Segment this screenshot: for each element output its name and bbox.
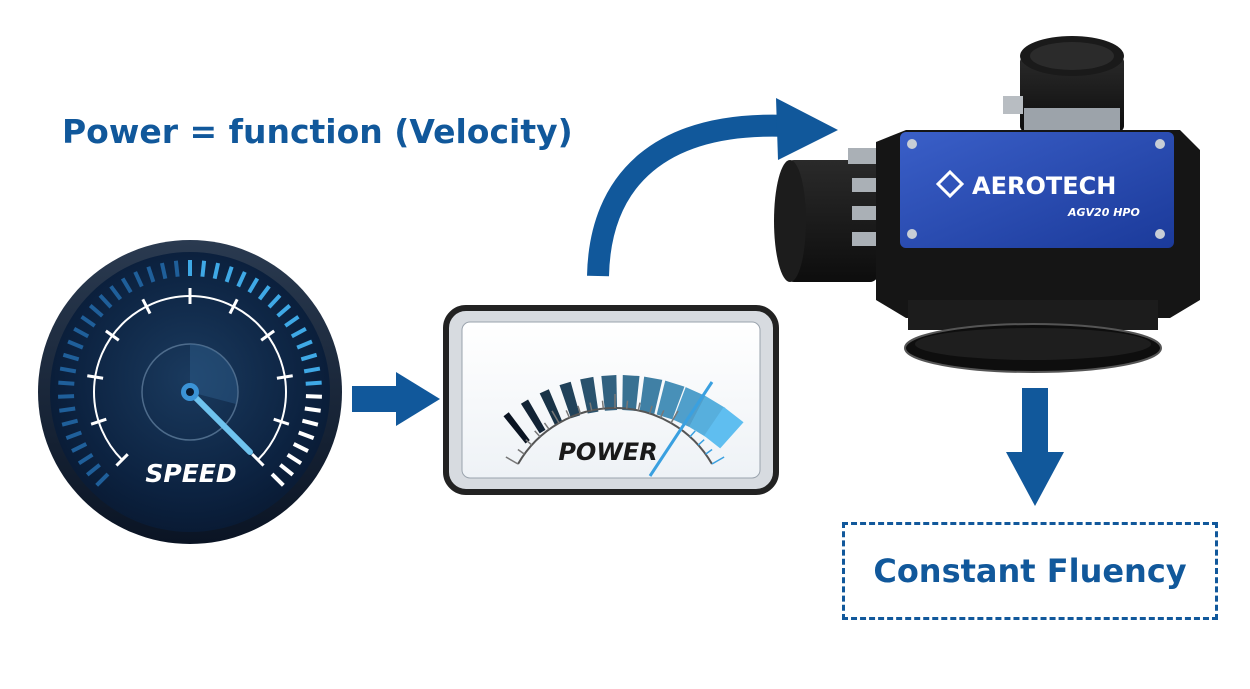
speedometer-outer-tick [58,380,75,386]
speedometer-outer-tick [224,266,234,283]
power-meter: POWER [443,305,779,495]
power-meter-tick [565,410,571,418]
power-meter-bar [622,375,640,411]
speedometer-outer-tick [270,472,285,487]
scanner-model: AGV20 HPO [1067,206,1140,219]
speedometer-outer-tick [73,326,90,339]
speedometer-outer-tick [257,285,271,301]
arrow-scanner-to-result [1006,388,1064,506]
speedometer-outer-tick [212,262,221,280]
power-meter-arc [517,407,713,465]
power-meter-tick [551,410,560,424]
power-meter-tick [711,456,725,465]
speedometer-outer-tick [59,406,76,413]
speedometer-outer-tick [305,380,322,386]
power-meter-label: POWER [558,438,657,466]
arrow-power-to-scanner [587,98,838,277]
speedometer-outer-tick [305,394,322,399]
speedometer-outer-tick [95,472,110,487]
speedometer-outer-tick [236,271,247,288]
speedometer-outer-tick [284,315,300,328]
speedometer-outer-tick [62,352,80,362]
power-meter-bar [673,387,706,428]
scanner-brand: AEROTECH [972,172,1116,200]
power-meter-tick [659,410,665,418]
speedometer-outer-tick [71,442,88,453]
speedometer-outer-tick [67,339,84,350]
speedometer-outer-tick [247,277,260,294]
power-meter-bar [539,389,563,425]
speedometer-outer-tick [98,294,113,309]
speedometer-outer-tick [133,271,144,288]
power-meter-tick [577,405,582,414]
power-meter-tick [517,448,525,455]
result-label: Constant Fluency [873,552,1187,590]
power-meter-bar [656,380,685,420]
speedometer-outer-tick [303,366,321,374]
speedometer-outer-tick [85,463,101,477]
power-meter-bar [503,412,530,444]
power-meter-tick [525,439,533,446]
speedometer-outer-tick [304,406,321,413]
speedometer-outer-tick [58,394,75,399]
power-meter-tick [637,402,641,411]
speedometer-outer-tick [159,262,168,280]
speedometer-outer-tick [279,463,295,477]
speedometer-label: SPEED [145,459,236,488]
power-meter-tick [543,422,550,430]
speedometer-outer-tick [109,285,123,301]
result-box: Constant Fluency [842,522,1218,620]
power-meter-bar [520,399,546,434]
power-meter-bar [580,376,599,414]
power-meter-bar [559,381,581,419]
power-meter-tick [689,430,696,438]
speedometer-outer-tick [286,453,303,466]
galvo-scanner: AEROTECH AGV20 HPO [774,36,1200,373]
power-meter-tick [505,456,519,465]
speedometer-outer-tick [267,294,282,309]
speedometer: SPEED [38,240,342,544]
speedometer-outer-tick [88,304,104,318]
power-meter-tick [625,400,629,409]
speedometer-outer-tick [200,260,207,277]
speedometer-outer-tick [80,315,96,328]
speedometer-outer-tick [292,442,309,453]
speedometer-outer-tick [301,418,319,427]
power-meter-bars [503,375,744,449]
equation-title: Power = function (Velocity) [62,112,573,151]
power-meter-bar [689,395,726,437]
power-meter-tick [670,410,679,424]
power-meter-tick [589,402,593,411]
power-meter-tick [601,400,605,409]
power-meter-tick [705,448,713,455]
speedometer-outer-tick [276,304,292,318]
power-meter-bar [601,375,618,411]
speedometer-outer-tick [297,430,315,441]
power-meter-scale [505,394,725,465]
power-meter-bar [704,406,744,449]
power-meter-bar [639,376,663,414]
speedometer-outer-tick [77,453,94,466]
arrow-speed-to-power [352,372,440,426]
speedometer-inner-arc [93,295,287,461]
power-meter-tick [648,405,653,414]
speedometer-outer-tick [296,339,313,350]
speedometer-outer-tick [173,260,180,277]
speedometer-outer-tick [65,430,83,441]
speedometer-outer-tick [59,366,77,374]
speedometer-ticks [58,260,322,487]
power-meter-tick [697,439,705,446]
speedometer-outer-tick [146,266,156,283]
power-meter-tick [534,430,541,438]
speedometer-outer-tick [120,277,133,294]
speedometer-outer-tick [300,352,318,362]
speedometer-outer-tick [61,418,79,427]
speedometer-outer-tick [290,326,307,339]
